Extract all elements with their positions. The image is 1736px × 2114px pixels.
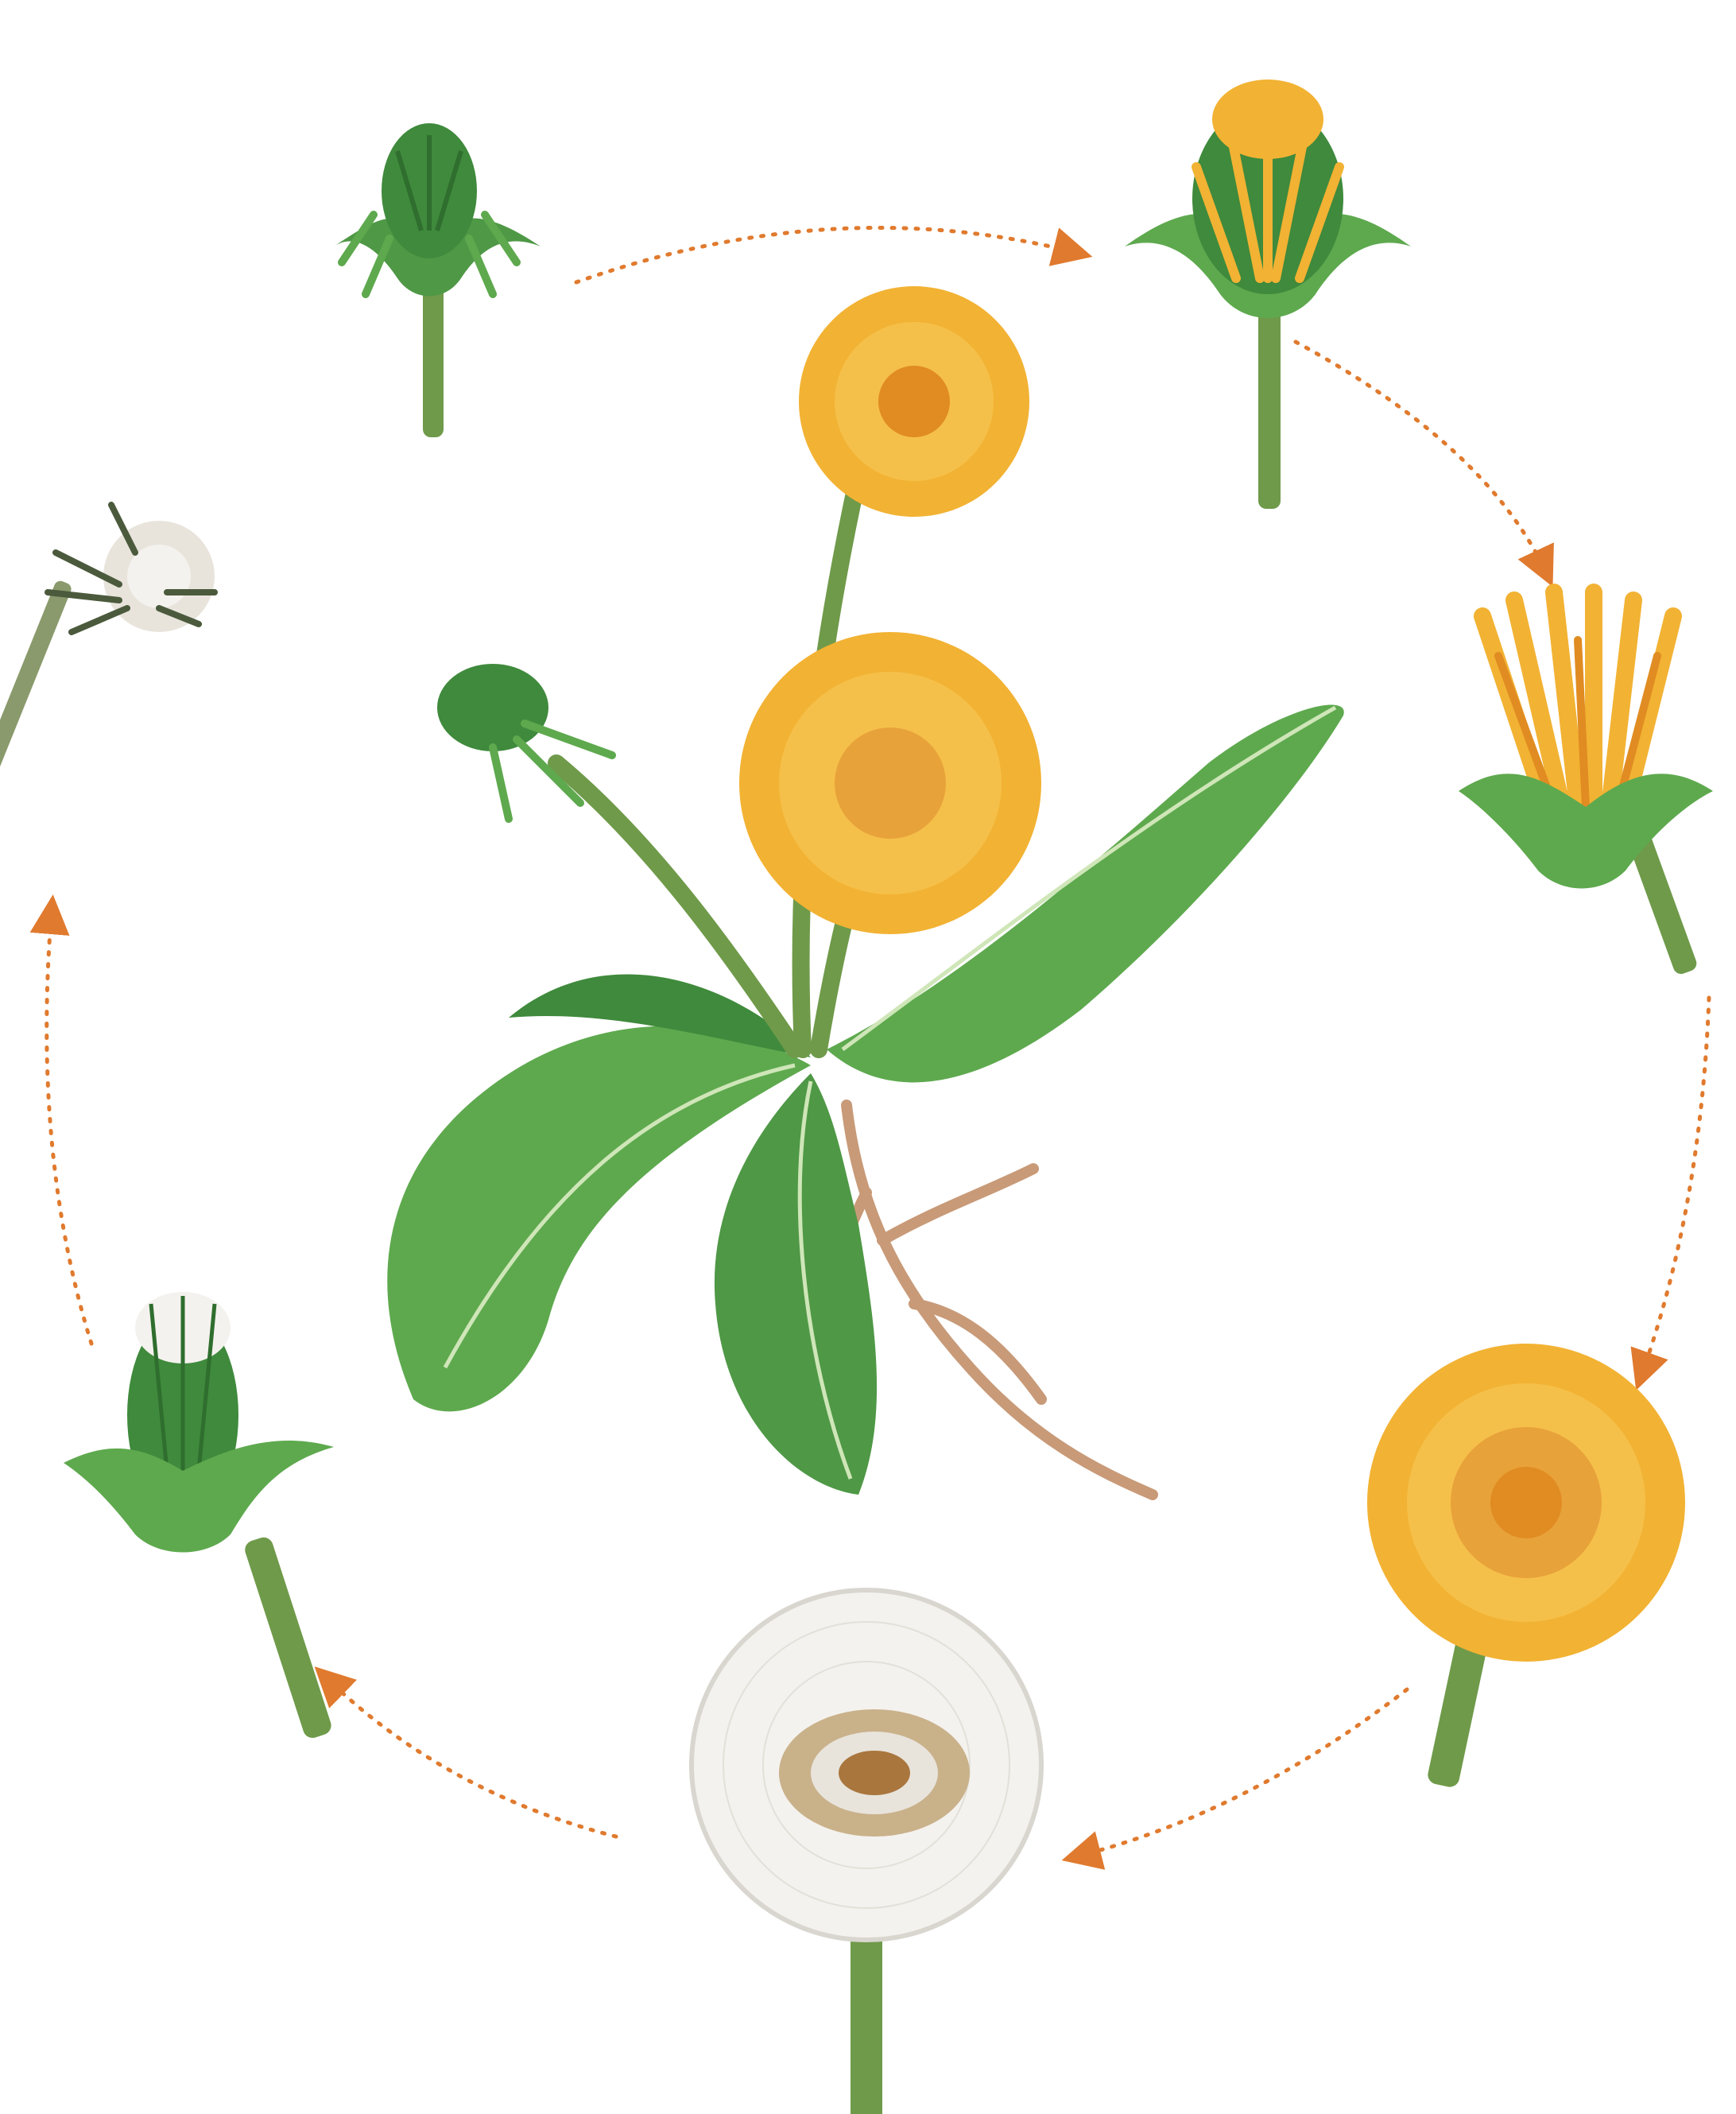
dandelion-plant-with-roots-icon [387, 286, 1344, 1495]
main-flower [739, 632, 1041, 934]
arrow-2 [1296, 342, 1546, 572]
arrow-1 [576, 227, 1077, 282]
arrow-5 [326, 1678, 616, 1837]
closed-white-tipped-bud-icon [64, 1292, 334, 1740]
arrow-4 [1077, 1689, 1407, 1856]
green-bud-icon [334, 123, 541, 437]
dandelion-puffball-icon [692, 1590, 1041, 2114]
small-seed-cluster-icon [0, 505, 215, 829]
bud-with-yellow-tips-icon [1125, 80, 1411, 509]
yellow-flower-head-icon [1367, 1344, 1685, 1789]
half-open-yellow-flower-icon [1459, 592, 1713, 976]
arrow-6 [47, 910, 91, 1344]
top-flower [799, 286, 1029, 517]
arrow-3 [1641, 998, 1709, 1375]
